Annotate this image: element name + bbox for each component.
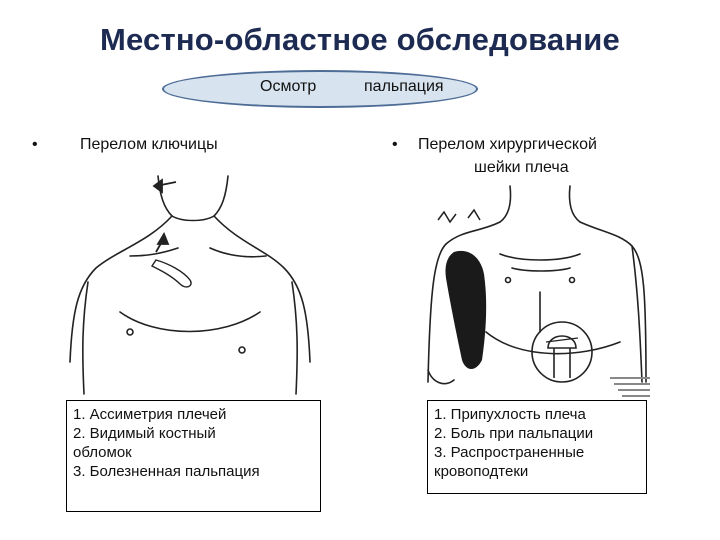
slide-title: Местно-областное обследование — [99, 22, 620, 57]
sign-item: 1. Ассиметрия плечей — [73, 406, 227, 423]
sign-item: 2. Боль при пальпации — [434, 425, 594, 442]
right-heading-line1: Перелом хирургической — [418, 136, 597, 153]
right-signs-box: 1. Припухлость плеча 2. Боль при пальпац… — [427, 400, 647, 494]
left-heading: Перелом ключицы — [80, 136, 218, 153]
sign-item: кровоподтеки — [434, 463, 529, 480]
sign-item: 2. Видимый костный — [73, 425, 216, 442]
inspection-label: Осмотр — [260, 78, 317, 95]
sign-item: 3. Болезненная пальпация — [73, 463, 260, 480]
exam-method-oval: Осмотр пальпация — [162, 70, 478, 108]
right-bullet: • — [392, 136, 398, 153]
humerus-neck-fracture-illustration — [427, 185, 650, 397]
sign-item: 1. Припухлость плеча — [434, 406, 586, 423]
sign-item: обломок — [73, 444, 132, 461]
left-signs-box: 1. Ассиметрия плечей 2. Видимый костный … — [66, 400, 321, 512]
right-heading-line2: шейки плеча — [474, 159, 569, 176]
left-bullet: • — [32, 136, 38, 153]
sign-item: 3. Распространенные — [434, 444, 585, 461]
palpation-label: пальпация — [364, 78, 444, 95]
clavicle-fracture-illustration — [69, 175, 311, 395]
